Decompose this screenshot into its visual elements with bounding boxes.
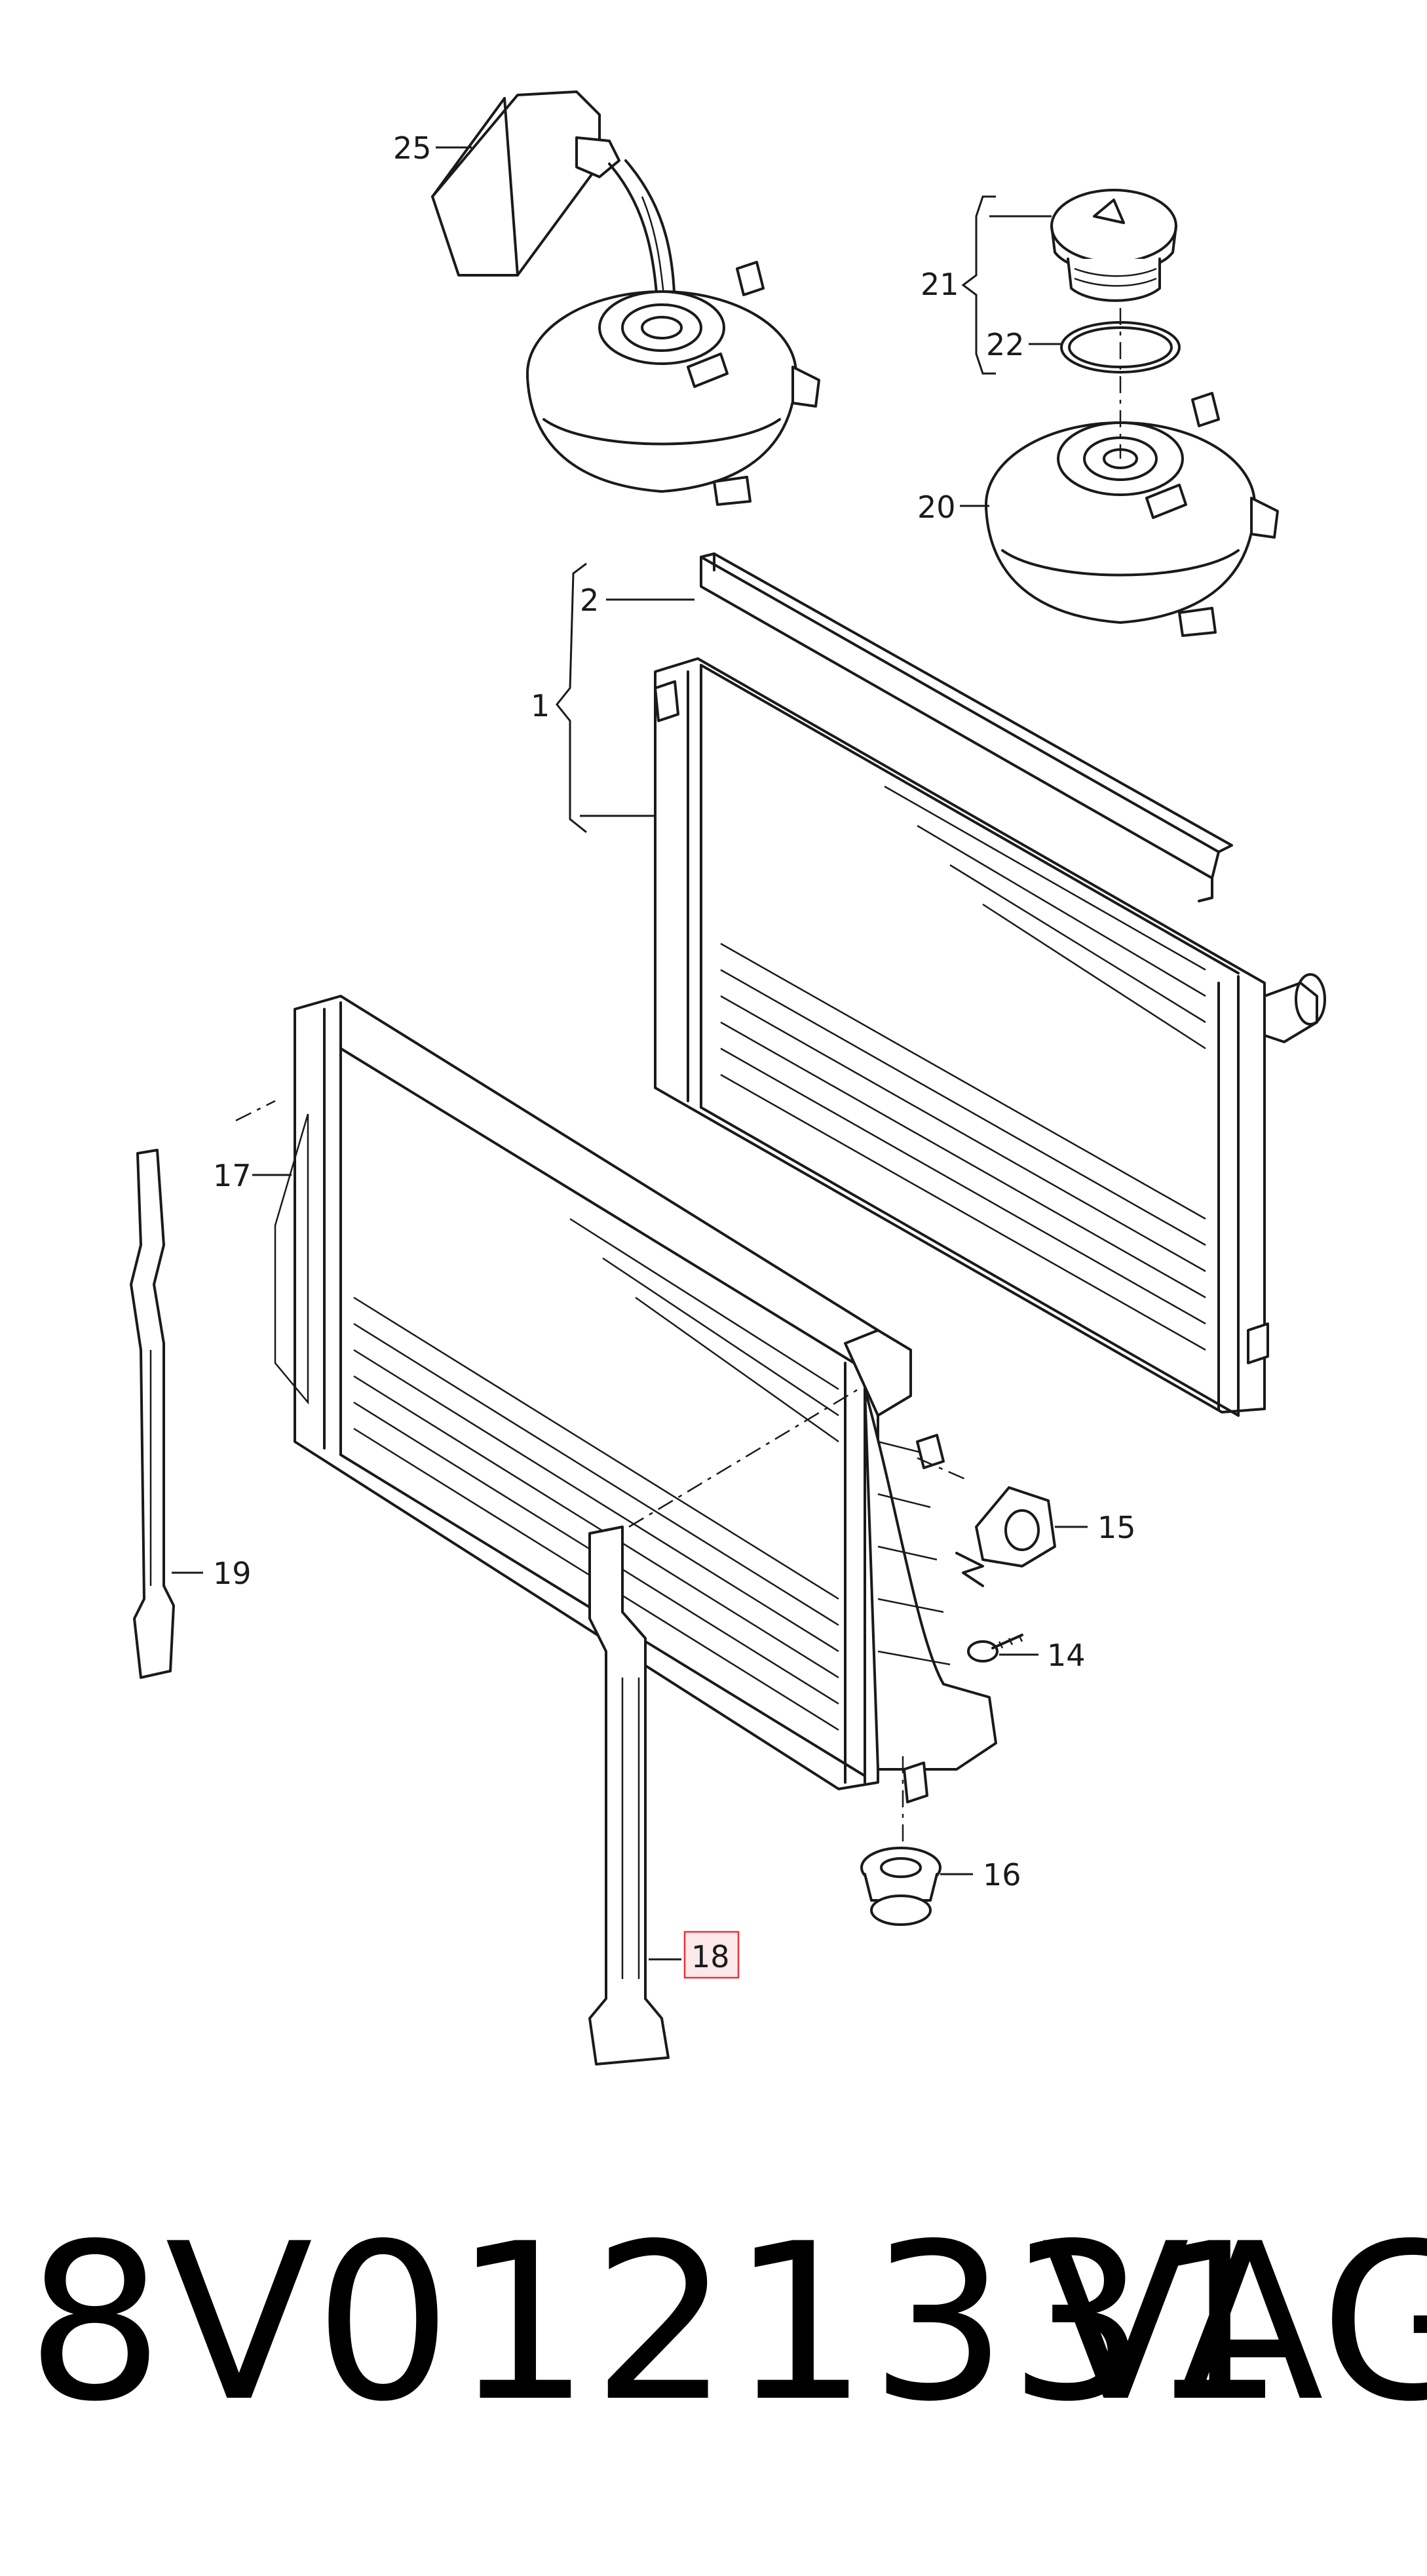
cap-part-21[interactable] (1050, 189, 1177, 302)
callout-20[interactable]: 20 (917, 490, 956, 525)
callout-16[interactable]: 16 (983, 1857, 1021, 1893)
callout-22[interactable]: 22 (986, 327, 1025, 362)
alignment-line (917, 1457, 970, 1482)
expansion-tank-left[interactable] (526, 261, 820, 506)
air-guide-part-19[interactable] (130, 1149, 175, 1679)
bracket-21 (961, 195, 996, 375)
bracket-1 (556, 562, 587, 834)
expansion-tank-part-20[interactable] (985, 308, 1279, 637)
callout-25[interactable]: 25 (393, 130, 432, 166)
callout-2[interactable]: 2 (580, 583, 599, 618)
callout-18: 18 (691, 1939, 730, 1974)
seal-strip-part-2[interactable] (700, 552, 1233, 902)
callout-1[interactable]: 1 (531, 688, 550, 723)
parts-diagram: 25 21 22 20 2 1 17 19 15 14 16 18 (130, 90, 1326, 2066)
callout-21[interactable]: 21 (921, 267, 959, 302)
radiator-part-1[interactable] (654, 657, 1326, 1417)
alignment-line (628, 1388, 859, 1528)
callout-18-highlight[interactable]: 18 (683, 1931, 740, 1979)
part-number: 8V0121331 (26, 2197, 1287, 2449)
clip-part-15[interactable] (955, 1486, 1056, 1587)
coolant-bottle-part-25[interactable] (431, 90, 676, 322)
callout-19[interactable]: 19 (213, 1556, 252, 1591)
footer: 8V0121331 VAG (0, 2189, 1427, 2464)
callout-14[interactable]: 14 (1047, 1638, 1086, 1673)
screw-part-14[interactable] (967, 1634, 1023, 1663)
air-guide-part-18[interactable] (588, 1526, 670, 2066)
alignment-line (235, 1100, 276, 1122)
grommet-part-16[interactable] (860, 1756, 942, 1926)
brand-name: VAG (1042, 2197, 1427, 2449)
callout-17[interactable]: 17 (213, 1158, 252, 1193)
intercooler-part-17[interactable] (274, 995, 997, 1803)
callout-15[interactable]: 15 (1097, 1510, 1136, 1545)
